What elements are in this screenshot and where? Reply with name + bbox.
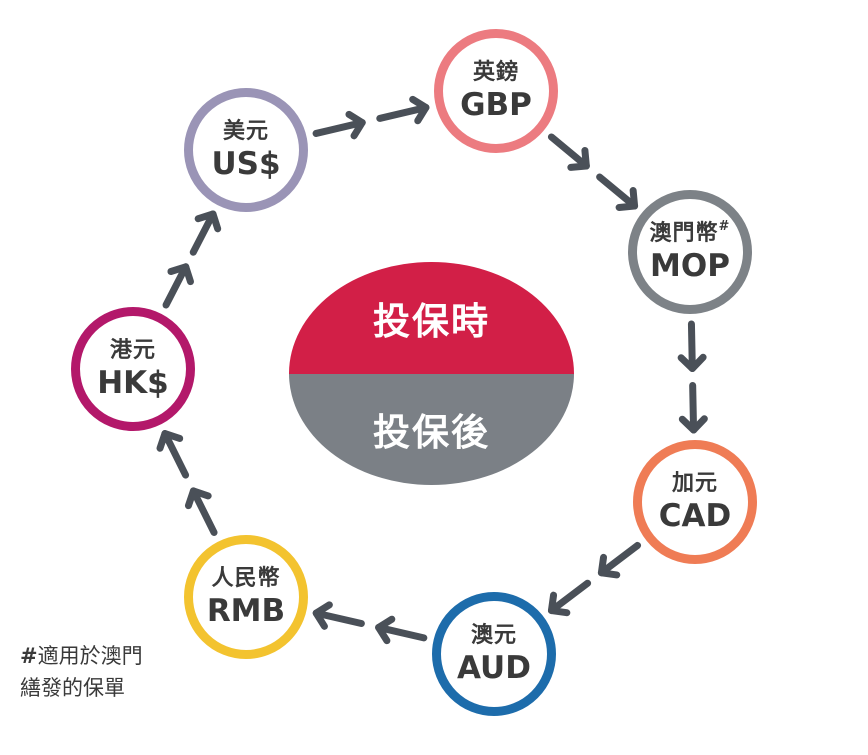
footnote-mark: # (718, 218, 731, 234)
arrow-head (184, 487, 212, 510)
footnote-line2: 繕發的保單 (20, 676, 125, 700)
currency-code: RMB (206, 593, 286, 629)
arrow-shaft (312, 119, 366, 137)
arrow-shaft (162, 263, 190, 309)
currency-cn-name: 港元 (109, 338, 156, 363)
arrow-head (409, 95, 430, 125)
currency-code: CAD (658, 498, 732, 534)
arrow-shaft (312, 609, 365, 628)
currency-node-cad: 加元 CAD (633, 440, 757, 564)
arrow-head (345, 110, 366, 140)
arrow-head (597, 553, 621, 579)
arrow-shaft (547, 133, 590, 170)
arrow-head (677, 353, 707, 373)
arrow-shaft (687, 320, 696, 373)
currency-cn-name: 英鎊 (472, 60, 519, 85)
arrow-shaft (689, 381, 698, 434)
arrow-shaft (161, 430, 190, 479)
arrow-shaft (596, 173, 639, 210)
arrow-shaft (376, 104, 430, 122)
footnote-line1: 適用於澳門 (37, 644, 143, 668)
arrow-shaft (547, 579, 592, 615)
currency-node-gbp: 英鎊 GBP (434, 29, 558, 153)
footnote-mark: # (20, 644, 38, 668)
arrow-shaft (597, 541, 642, 577)
arrow-head (567, 146, 590, 171)
arrow-head (194, 210, 222, 233)
arrow-head (547, 591, 571, 617)
currency-code: AUD (457, 650, 531, 686)
arrow-head (678, 415, 708, 434)
currency-cn-name: 澳門幣# (649, 218, 731, 246)
arrow-head (156, 430, 184, 452)
currency-node-usd: 美元 US$ (184, 88, 308, 212)
center-circle: 投保時 投保後 (289, 262, 574, 485)
arrow-head (312, 601, 333, 630)
footnote: #適用於澳門 繕發的保單 (20, 640, 143, 704)
arrow-head (375, 615, 396, 645)
currency-code: US$ (211, 146, 281, 182)
arrow-shaft (189, 487, 218, 536)
currency-cn-name: 澳元 (470, 623, 517, 648)
arrow-shaft (189, 210, 217, 256)
currency-cn-name: 美元 (222, 119, 269, 144)
currency-code: HK$ (97, 365, 169, 401)
arrow-head (615, 187, 639, 211)
currency-code: GBP (460, 87, 532, 123)
arrow-shaft (375, 623, 428, 642)
currency-code: MOP (650, 248, 730, 284)
currency-node-mop: 澳門幣# MOP (628, 190, 752, 314)
currency-node-rmb: 人民幣 RMB (184, 535, 308, 659)
currency-node-aud: 澳元 AUD (432, 592, 556, 716)
arrow-head (167, 263, 194, 286)
currency-cn-name: 加元 (671, 471, 718, 496)
currency-cn-name: 人民幣 (211, 566, 281, 591)
currency-node-hkd: 港元 HK$ (71, 307, 195, 431)
